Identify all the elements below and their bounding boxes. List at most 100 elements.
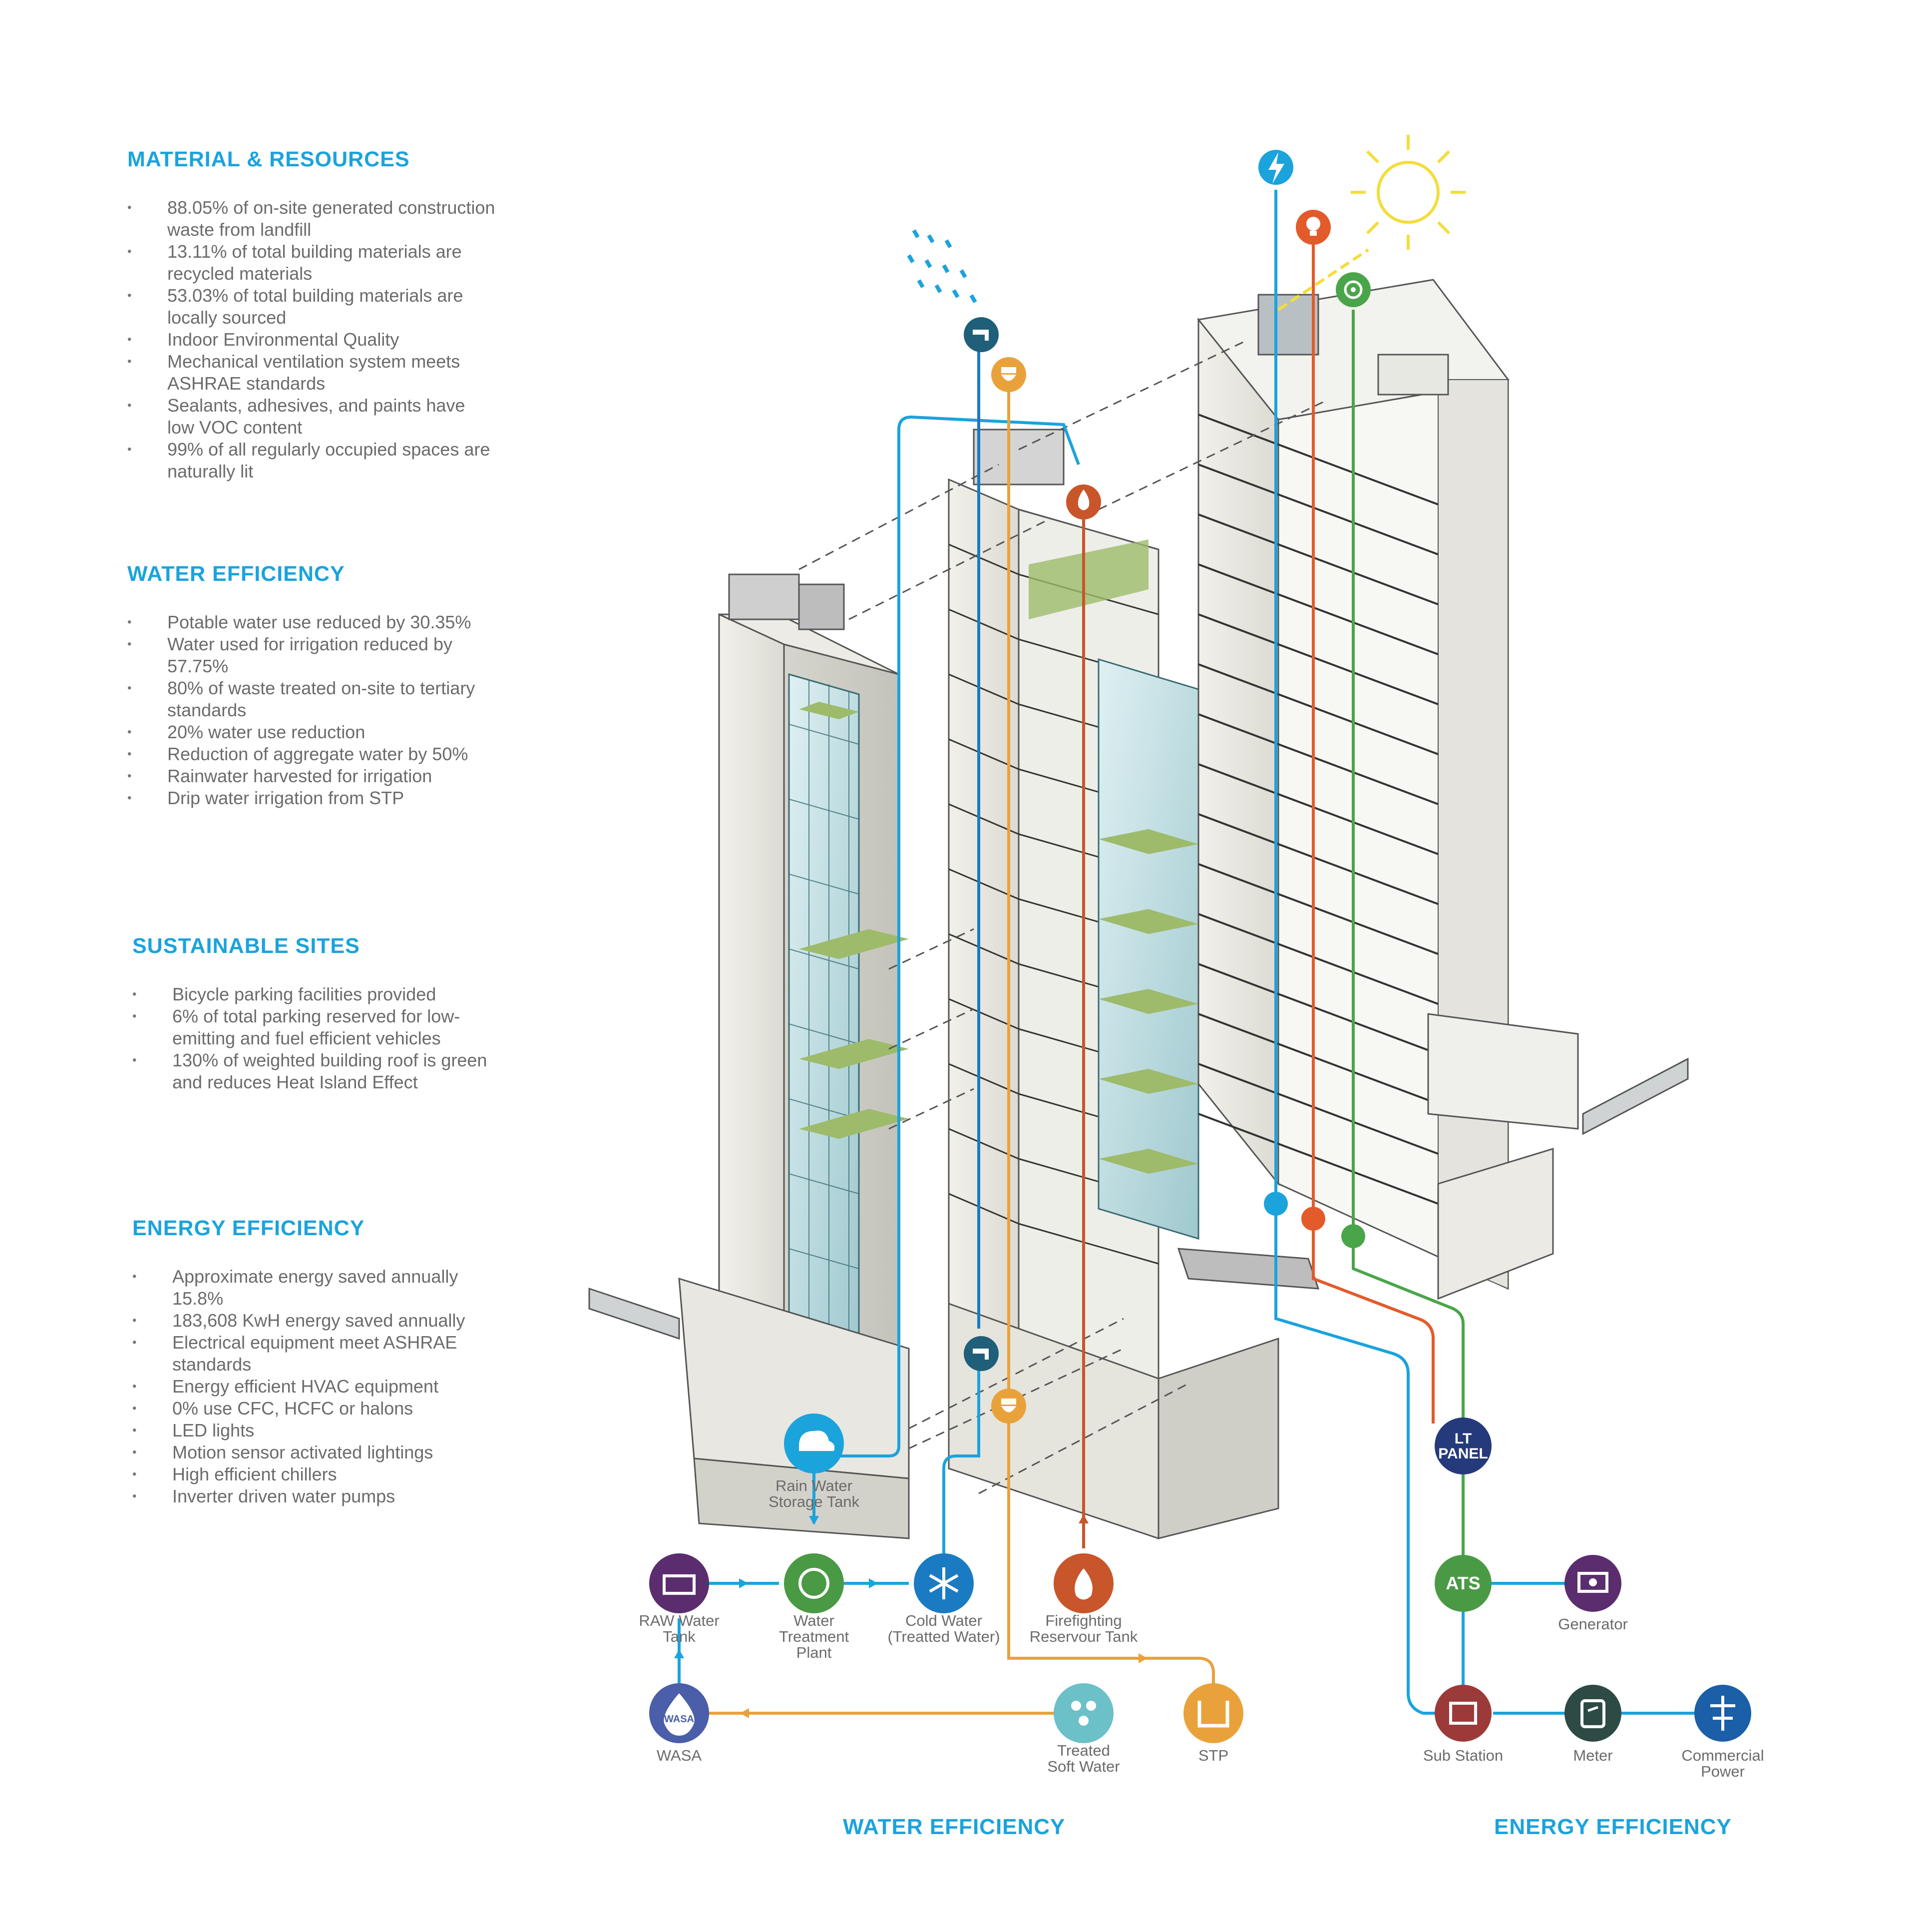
tower-right <box>1197 279 1689 1300</box>
list-item: Bicycle parking facilities provided <box>132 983 502 1005</box>
node-label: RAW Water <box>639 1612 719 1629</box>
node-label: Water <box>793 1612 834 1629</box>
toilet-icon <box>991 1389 1026 1424</box>
list-item: Water used for irrigation reduced by 57.… <box>127 633 497 677</box>
bullet-list: Bicycle parking facilities provided 6% o… <box>132 983 502 1093</box>
raw-water-tank-node: RAW Water Tank <box>639 1553 720 1645</box>
list-item: 13.11% of total building materials are r… <box>127 241 497 285</box>
node-label: Plant <box>796 1644 832 1661</box>
list-item: 6% of total parking reserved for low-emi… <box>132 1005 502 1049</box>
commercial-power-node: Commercial Power <box>1681 1685 1764 1780</box>
list-item: Drip water irrigation from STP <box>127 787 497 809</box>
node-label: Treated <box>1057 1742 1110 1759</box>
sub-station-node: Sub Station <box>1423 1685 1503 1764</box>
list-item: 53.03% of total building materials are l… <box>127 285 497 329</box>
droplets-icon <box>1054 1683 1114 1743</box>
section-energy-efficiency: ENERGY EFFICIENCY Approximate energy sav… <box>132 1216 502 1507</box>
lt-panel-text: PANEL <box>1438 1445 1488 1462</box>
list-item: High efficient chillers <box>132 1463 502 1485</box>
node-label: STP <box>1198 1747 1228 1764</box>
section-title: MATERIAL & RESOURCES <box>127 147 410 171</box>
list-item: Motion sensor activated lightings <box>132 1441 502 1463</box>
node-label: Reservour Tank <box>1030 1628 1138 1645</box>
node-label: Treatment <box>779 1628 849 1645</box>
list-item: Approximate energy saved annually 15.8% <box>132 1266 502 1310</box>
rain-icon <box>907 229 977 303</box>
list-item: Potable water use reduced by 30.35% <box>127 611 497 633</box>
node-label: Rain Water <box>775 1477 852 1494</box>
node-label: Power <box>1701 1763 1745 1780</box>
list-item: Reduction of aggregate water by 50% <box>127 743 497 765</box>
list-item: 88.05% of on-site generated construction… <box>127 197 497 241</box>
node-label: WASA <box>657 1747 702 1764</box>
node-label: Commercial <box>1681 1747 1764 1764</box>
line-dot <box>1264 1192 1288 1216</box>
flow-arrows <box>674 1514 1148 1718</box>
node-label: Cold Water <box>905 1612 982 1629</box>
node-label: Soft Water <box>1047 1758 1120 1775</box>
cold-water-node: Cold Water (Treatted Water) <box>887 1553 1000 1645</box>
tower-middle <box>948 429 1320 1540</box>
list-item: Energy efficient HVAC equipment <box>132 1376 502 1398</box>
bullet-list: Approximate energy saved annually 15.8% … <box>132 1266 502 1507</box>
treated-soft-water-node: Treated Soft Water <box>1047 1683 1120 1775</box>
rain-water-storage-tank-node: Rain Water Storage Tank <box>769 1414 860 1510</box>
section-title: SUSTAINABLE SITES <box>132 934 360 958</box>
tank-icon <box>649 1553 709 1613</box>
node-label: Generator <box>1558 1615 1628 1633</box>
list-item: Sealants, adhesives, and paints have low… <box>127 395 497 439</box>
wasa-text: WASA <box>664 1714 694 1725</box>
system-lines <box>678 190 1708 1715</box>
meter-node: Meter <box>1564 1685 1621 1764</box>
line-dot <box>1301 1207 1325 1231</box>
line-dot <box>1341 1224 1365 1248</box>
lt-panel-text: LT <box>1455 1431 1472 1447</box>
section-water-efficiency: WATER EFFICIENCY Potable water use reduc… <box>127 562 497 809</box>
tower-left <box>588 573 910 1539</box>
water-treatment-plant-node: Water Treatment Plant <box>779 1553 849 1661</box>
list-item: 130% of weighted building roof is green … <box>132 1049 502 1093</box>
toilet-icon <box>991 357 1026 392</box>
node-label: Sub Station <box>1423 1747 1503 1764</box>
substation-icon <box>1435 1685 1492 1742</box>
list-item: 0% use CFC, HCFC or halons <box>132 1398 502 1420</box>
list-item: 20% water use reduction <box>127 721 497 743</box>
light-bulb-icon <box>1296 210 1331 245</box>
node-label: Meter <box>1573 1747 1612 1764</box>
list-item: 183,608 KwH energy saved annually <box>132 1310 502 1332</box>
list-item: Mechanical ventilation system meets ASHR… <box>127 351 497 395</box>
water-efficiency-title: WATER EFFICIENCY <box>843 1815 1066 1839</box>
fire-icon <box>1066 484 1101 519</box>
ats-text: ATS <box>1446 1573 1480 1593</box>
ats-node: ATS <box>1435 1555 1492 1612</box>
node-label: (Treatted Water) <box>887 1628 1000 1645</box>
sun-icon <box>1351 135 1466 250</box>
generator-node: Generator <box>1558 1555 1628 1633</box>
wasa-node: WASA WASA <box>649 1683 709 1764</box>
bullet-list: 88.05% of on-site generated construction… <box>127 197 497 482</box>
recycle-icon <box>784 1553 844 1613</box>
power-bolt-icon <box>1258 150 1293 185</box>
node-label: Tank <box>663 1628 696 1645</box>
node-label: Storage Tank <box>769 1493 860 1510</box>
lt-panel-node: LT PANEL <box>1435 1418 1492 1474</box>
list-item: Indoor Environmental Quality <box>127 329 497 351</box>
list-item: Rainwater harvested for irrigation <box>127 765 497 787</box>
stp-node: STP <box>1183 1683 1243 1764</box>
section-title: WATER EFFICIENCY <box>127 562 345 586</box>
meter-icon <box>1564 1685 1621 1742</box>
stp-tank-icon <box>1183 1683 1243 1743</box>
list-item: 80% of waste treated on-site to tertiary… <box>127 677 497 721</box>
list-item: 99% of all regularly occupied spaces are… <box>127 439 497 482</box>
list-item: LED lights <box>132 1420 502 1441</box>
tap-icon <box>964 317 999 352</box>
firefighting-reservoir-node: Firefighting Reservour Tank <box>1030 1553 1138 1645</box>
tap-icon <box>964 1336 999 1371</box>
node-label: Firefighting <box>1045 1612 1122 1629</box>
section-sustainable-sites: SUSTAINABLE SITES Bicycle parking facili… <box>132 934 502 1093</box>
energy-efficiency-title: ENERGY EFFICIENCY <box>1494 1815 1732 1839</box>
solar-target-icon <box>1336 272 1371 307</box>
list-item: Electrical equipment meet ASHRAE standar… <box>132 1332 502 1376</box>
section-title: ENERGY EFFICIENCY <box>132 1216 365 1240</box>
